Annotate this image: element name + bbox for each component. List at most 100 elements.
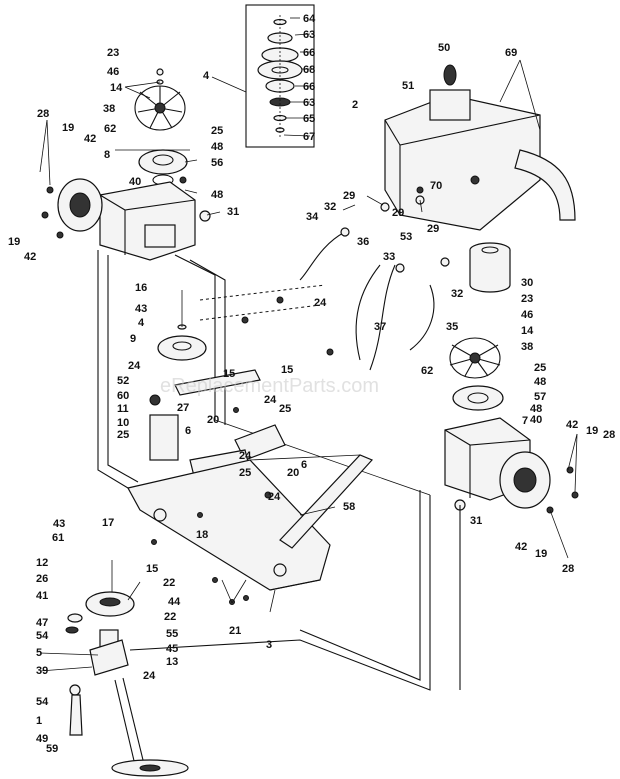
callout: 38 [521,341,533,353]
leader-lines [39,17,578,672]
callout: 36 [357,236,369,248]
callout: 25 [279,403,291,415]
callout: 59 [46,743,58,755]
callout: 24 [264,394,277,406]
callout: 19 [586,425,598,437]
callout: 33 [383,251,395,263]
pulley-inset [211,4,315,148]
callout: 42 [84,133,96,145]
callout: 9 [130,333,136,345]
callout: 63 [303,97,315,109]
callout: 25 [239,467,251,479]
callout: 63 [303,29,315,41]
callout: 42 [515,541,527,553]
callout: 22 [164,611,176,623]
callout: 23 [521,293,533,305]
callout: 28 [562,563,574,575]
callout: 2 [352,99,358,111]
callout: 17 [102,517,114,529]
callout: 14 [110,82,123,94]
callout: 40 [129,176,141,188]
callout: 16 [135,282,147,294]
callout: 28 [37,108,49,120]
callout: 65 [303,113,315,125]
callout: 24 [239,450,252,462]
callout: 19 [535,548,547,560]
callout: 15 [146,563,158,575]
hardware-bolts [151,296,334,605]
callout: 24 [128,360,141,372]
callout: 54 [36,630,49,642]
callout: 20 [287,467,299,479]
callout: 29 [392,207,404,219]
right-fan [449,337,504,411]
center-pulley [157,284,326,361]
callout: 13 [166,656,178,668]
callout-labels: 64 63 66 68 66 63 65 67 4 23 46 14 38 28… [8,13,615,755]
callout: 14 [521,325,534,337]
callout: 49 [36,733,48,745]
callout: 45 [166,643,178,655]
callout: 3 [266,639,272,651]
callout: 48 [211,189,223,201]
callout: 18 [196,529,208,541]
callout: 38 [103,103,115,115]
callout: 4 [203,70,210,82]
callout: 60 [117,390,129,402]
callout: 68 [303,64,315,76]
callout: 23 [107,47,119,59]
callout: 12 [36,557,48,569]
callout: 37 [374,321,386,333]
callout: 39 [36,665,48,677]
callout: 31 [227,206,239,218]
callout: 42 [566,419,578,431]
hydraulic-tank [384,59,576,231]
drive-belts [97,250,461,691]
callout: 67 [303,131,315,143]
callout: 42 [24,251,36,263]
callout: 10 [117,417,129,429]
callout: 25 [117,429,129,441]
callout: 66 [303,81,315,93]
callout: 41 [36,590,48,602]
callout: 40 [530,414,542,426]
callout: 62 [421,365,433,377]
frame-plate [127,454,374,591]
callout: 62 [104,123,116,135]
callout: 32 [451,288,463,300]
callout: 61 [52,532,64,544]
callout: 64 [303,13,316,25]
right-transmission [444,417,579,514]
oil-filter [469,242,511,293]
callout: 24 [314,297,327,309]
callout: 46 [521,309,533,321]
callout: 29 [427,223,439,235]
callout: 43 [53,518,65,530]
callout: 28 [603,429,615,441]
callout: 31 [470,515,482,527]
upper-left-pulley [115,149,190,186]
callout: 51 [402,80,414,92]
callout: 58 [343,501,355,513]
callout: 6 [185,425,191,437]
callout: 15 [281,364,293,376]
callout: 25 [211,125,223,137]
callout: 19 [62,122,74,134]
callout: 24 [143,670,156,682]
bottom-belt-pulley [111,677,189,777]
callout: 5 [36,647,42,659]
callout: 43 [135,303,147,315]
callout: 32 [324,201,336,213]
callout: 66 [303,47,315,59]
callout: 24 [268,491,281,503]
hydraulic-hoses [299,195,450,371]
callout: 52 [117,375,129,387]
callout: 11 [117,403,129,415]
callout: 30 [521,277,533,289]
callout: 4 [138,317,145,329]
callout: 69 [505,47,517,59]
left-transmission [41,176,211,261]
callout: 25 [534,362,546,374]
callout: 47 [36,617,48,629]
